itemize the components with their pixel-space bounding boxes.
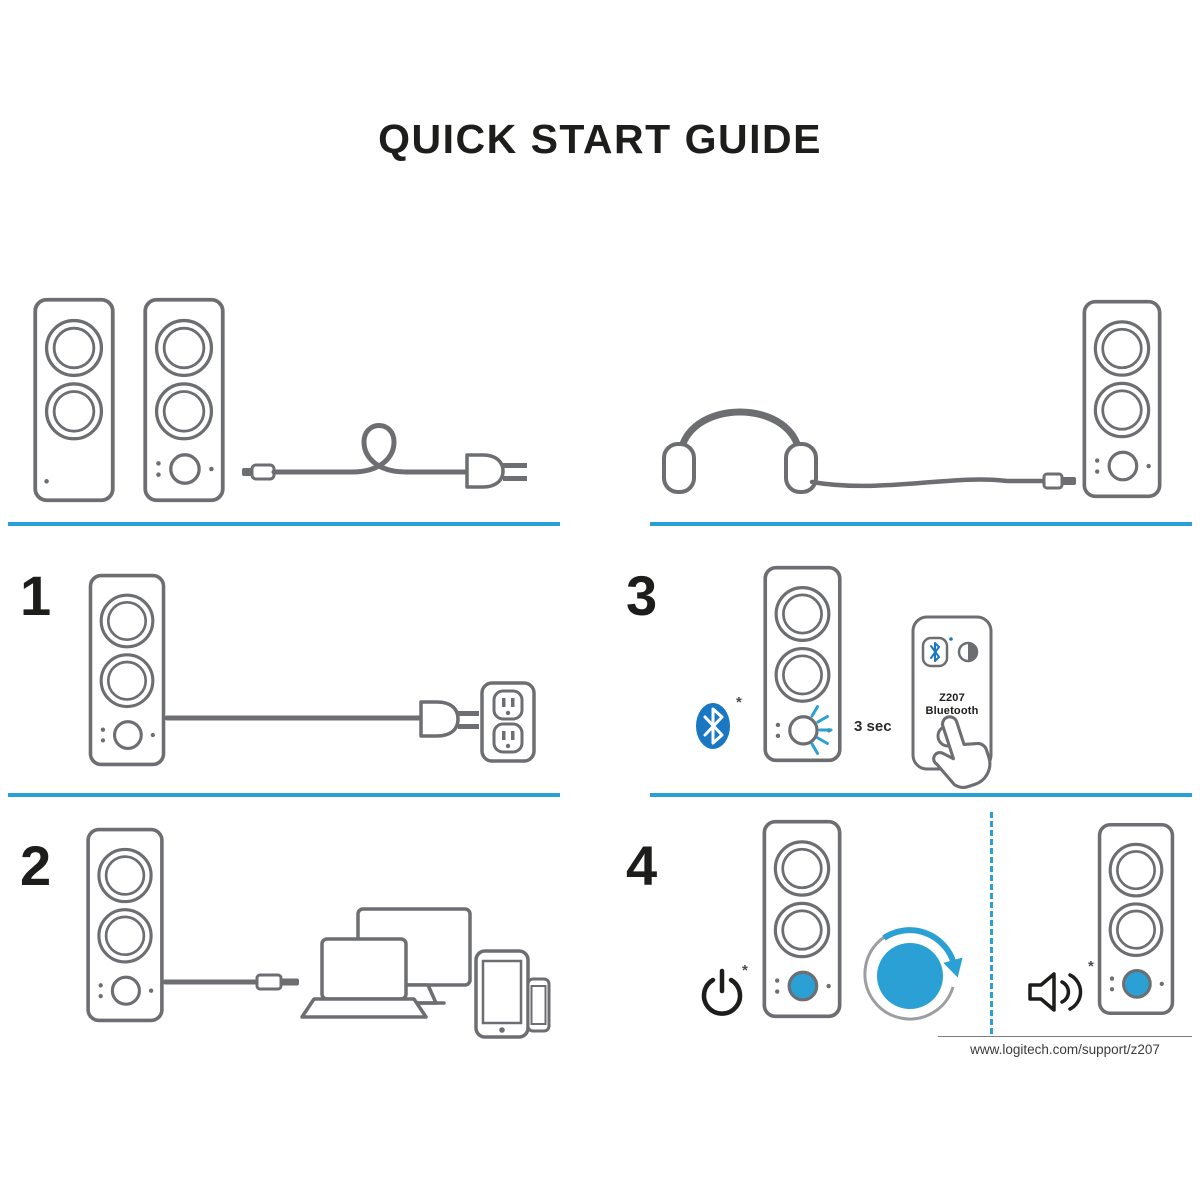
outlet-icon <box>480 681 536 763</box>
laptop-icon <box>320 937 408 1001</box>
speaker-icon <box>26 296 122 504</box>
section-divider <box>650 793 1192 797</box>
speaker-icon <box>86 572 168 768</box>
page-title: QUICK START GUIDE <box>378 116 822 162</box>
hand-press-icon <box>932 715 992 789</box>
step-4-number: 4 <box>626 834 658 897</box>
footnote-marker: * <box>736 694 742 711</box>
section-divider <box>8 793 560 797</box>
devices-icon <box>300 907 551 1039</box>
speaker-icon <box>1096 820 1176 1018</box>
bluetooth-icon <box>696 703 730 749</box>
speaker-icon <box>84 826 166 1024</box>
power-icon <box>701 968 743 1016</box>
speaker-icon <box>760 818 844 1020</box>
section-divider <box>650 522 1192 526</box>
step-2-number: 2 <box>20 834 52 897</box>
step-3-number: 3 <box>626 564 658 627</box>
rear-panel-mode-label: Bluetooth <box>925 705 979 717</box>
volume-icon <box>1028 972 1083 1012</box>
power-cable-icon <box>164 700 479 738</box>
aux-cable-icon <box>162 973 299 991</box>
power-cable-icon <box>242 423 527 489</box>
section-divider <box>8 522 560 526</box>
volume-knob-icon <box>863 927 963 1021</box>
step-divider-dashed <box>990 812 993 1034</box>
footnote-marker: * <box>1088 958 1094 975</box>
speaker-icon <box>1078 298 1166 500</box>
headphones-icon <box>662 408 1076 494</box>
bluetooth-button-icon <box>921 636 949 668</box>
aux-cable-icon <box>809 477 1047 489</box>
rear-panel-model-label: Z207 <box>939 692 965 704</box>
footnote-marker: * <box>742 962 748 979</box>
blink-rays-icon <box>810 705 833 755</box>
step-1-number: 1 <box>20 564 52 627</box>
speaker-icon <box>136 296 232 504</box>
support-url: www.logitech.com/support/z207 <box>938 1036 1192 1057</box>
phone-icon <box>526 977 551 1033</box>
hold-duration-label: 3 sec <box>854 718 892 735</box>
